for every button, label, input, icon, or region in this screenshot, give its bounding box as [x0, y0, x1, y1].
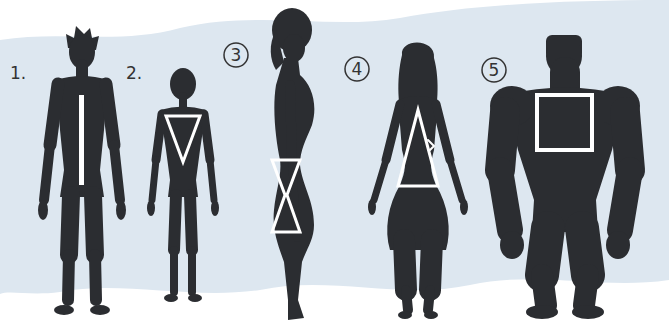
figure-part [179, 96, 187, 108]
figure-part [90, 305, 110, 315]
square-figure [490, 35, 640, 319]
figure-part [274, 58, 315, 320]
figure-part [482, 58, 506, 82]
figure-part [188, 294, 202, 302]
callout-number: 5 [489, 62, 500, 79]
callout-number: 4 [352, 61, 363, 78]
figure-part [54, 305, 74, 315]
figure-part [95, 255, 96, 300]
figure-part [430, 240, 432, 290]
figure-part [160, 107, 206, 198]
callout-number: 3 [231, 47, 242, 64]
figure-part [542, 275, 546, 305]
figure-part [500, 231, 524, 259]
figure-part [166, 116, 200, 162]
figure-part [368, 199, 376, 215]
figure-part [114, 145, 120, 200]
callout-circles [224, 43, 506, 82]
figure-part [500, 170, 510, 230]
figure-part [79, 95, 84, 185]
figure-part [210, 160, 214, 200]
figure-part [69, 195, 71, 255]
figure-part [156, 114, 162, 160]
figure-part [56, 76, 108, 197]
figure-part [537, 95, 592, 150]
figure-part [572, 305, 604, 319]
figure-part [436, 104, 450, 160]
figure-part [68, 255, 69, 300]
background-wash [0, 0, 669, 294]
figure-part [50, 84, 58, 145]
figure-part [606, 231, 630, 259]
hourglass-figure [271, 8, 315, 320]
figure-part [584, 275, 588, 305]
figure-part [174, 195, 176, 250]
callout-number: 1. [10, 65, 26, 82]
figure-part [188, 250, 196, 292]
figure-part [44, 145, 50, 200]
figure-part [450, 160, 462, 200]
figure-part [424, 311, 438, 319]
figure-part [116, 200, 126, 220]
figure-part [290, 85, 292, 160]
figure-part [460, 199, 468, 215]
figure-part [170, 250, 178, 292]
figure-part [526, 305, 558, 319]
figure-part [283, 34, 305, 62]
figure-part [211, 200, 219, 216]
figure-part [345, 57, 369, 81]
figure-part [398, 110, 438, 186]
figure-part [93, 195, 95, 255]
figure-part [147, 200, 155, 216]
inverted-triangle-figure [147, 68, 219, 302]
figure-part [190, 195, 192, 250]
figure-part [38, 200, 48, 220]
figure-part [398, 311, 412, 319]
figure-part [271, 30, 284, 70]
callout-number: 2. [126, 65, 142, 82]
figure-part [386, 104, 400, 160]
figure-part [620, 170, 630, 230]
figure-part [374, 160, 386, 200]
figure-part [428, 140, 434, 150]
figure-part [164, 294, 178, 302]
figure-part [428, 290, 430, 310]
triangle-figure [368, 43, 468, 319]
figure-part [224, 43, 248, 67]
rectangle-figure [38, 26, 126, 315]
figure-part [204, 114, 210, 160]
figure-part [550, 72, 580, 88]
figure-part [404, 240, 406, 290]
figure-part [406, 290, 408, 310]
figure-part [106, 84, 114, 145]
figure-part [152, 160, 156, 200]
figure-part [272, 160, 300, 232]
